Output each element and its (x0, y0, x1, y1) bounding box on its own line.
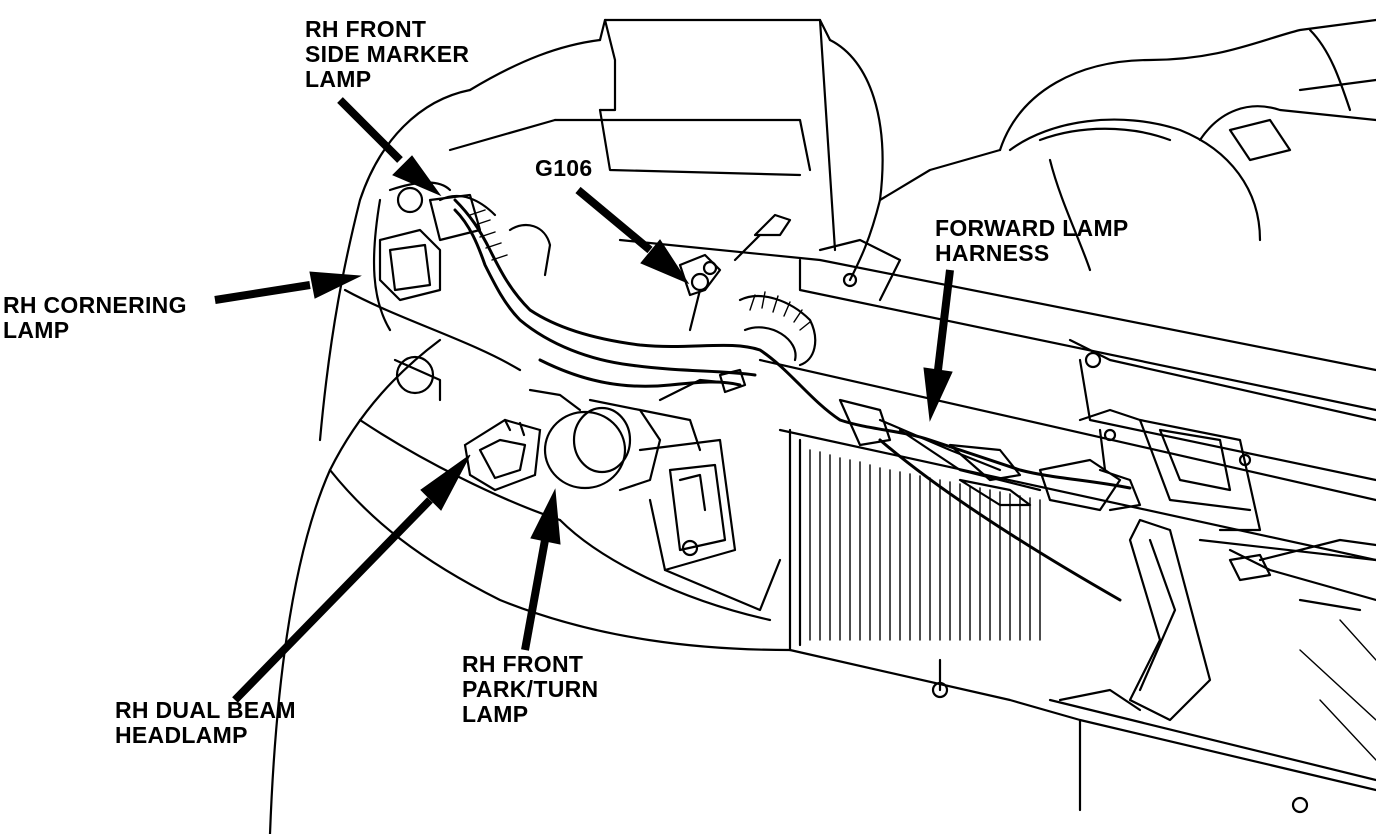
leader-arrows (214, 97, 954, 703)
label-side-marker: RH FRONT SIDE MARKER LAMP (305, 16, 470, 92)
headlamp-area (372, 181, 782, 622)
label-cornering: RH CORNERING LAMP (3, 292, 187, 343)
forward-lamp-harness (453, 198, 1272, 602)
arrow-side-marker (337, 97, 403, 163)
radiator-support (618, 238, 1376, 814)
label-g106: G106 (535, 155, 593, 181)
arrow-forward-harness-head (923, 367, 953, 422)
arrow-g106-head (640, 239, 690, 285)
arrow-g106 (575, 186, 653, 254)
arrow-park-turn (521, 539, 549, 651)
arrow-park-turn-head (530, 488, 561, 545)
g106-ground (678, 213, 792, 332)
arrow-dual-beam-head (420, 454, 471, 511)
arrow-cornering-head (309, 271, 362, 299)
label-park-turn: RH FRONT PARK/TURN LAMP (462, 651, 599, 727)
arrow-forward-harness (934, 269, 954, 371)
arrow-dual-beam (232, 497, 433, 703)
vehicle-body-outline (268, 18, 1376, 834)
label-dual-beam: RH DUAL BEAM HEADLAMP (115, 697, 296, 748)
arrow-cornering (214, 281, 311, 304)
label-forward-harness: FORWARD LAMP HARNESS (935, 215, 1129, 266)
arrow-side-marker-head (392, 155, 442, 197)
